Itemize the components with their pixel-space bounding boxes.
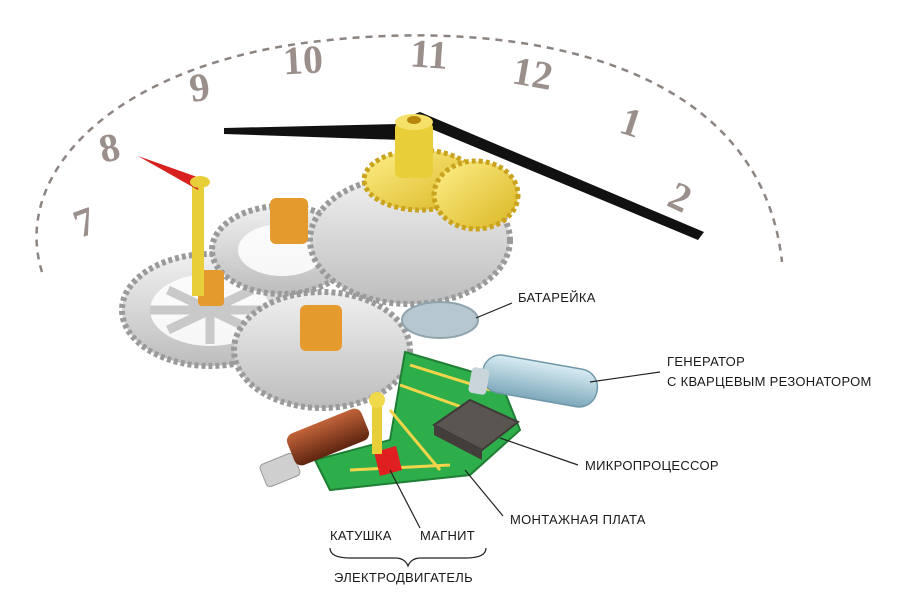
dial-number-9: 9 <box>187 64 213 111</box>
dial-number-11: 11 <box>409 30 450 78</box>
part-labels: БАТАРЕЙКА ГЕНЕРАТОР С КВАРЦЕВЫМ РЕЗОНАТО… <box>330 290 872 585</box>
second-hand <box>138 156 200 190</box>
pinion-left <box>198 270 224 306</box>
motor-brace <box>329 547 487 568</box>
dial-number-7: 7 <box>67 198 101 247</box>
gold-gear-side <box>431 158 521 232</box>
leader-circuit-board <box>464 469 504 517</box>
leader-generator <box>589 371 661 383</box>
stepper-motor <box>259 392 402 488</box>
leader-battery <box>475 302 513 319</box>
leader-magnet <box>389 469 421 529</box>
dial-number-1: 1 <box>615 98 648 147</box>
dial-number-10: 10 <box>282 36 324 83</box>
gear-train <box>119 114 521 411</box>
battery <box>401 301 479 339</box>
dial-dashed-arc <box>35 34 784 273</box>
minute-hand <box>405 112 704 240</box>
quartz-resonator <box>468 354 599 408</box>
pinion-center <box>300 305 342 351</box>
circuit-board-assembly <box>313 350 522 492</box>
dial-number-12: 12 <box>509 48 556 99</box>
second-hand-assembly <box>138 156 210 296</box>
label-coil: КАТУШКА <box>330 528 392 543</box>
dial-number-2: 2 <box>662 172 699 221</box>
leader-microprocessor <box>499 437 579 466</box>
microprocessor-chip <box>432 398 520 452</box>
hour-hand <box>224 124 402 140</box>
label-generator-line1: ГЕНЕРАТОР <box>667 354 745 369</box>
dial-number-8: 8 <box>95 124 124 172</box>
second-hand-arbor <box>192 186 204 296</box>
hand-arbor <box>395 122 433 178</box>
label-microprocessor: МИКРОПРОЦЕССОР <box>585 458 719 473</box>
label-circuit-board: МОНТАЖНАЯ ПЛАТА <box>510 512 646 527</box>
clock-hands <box>224 112 704 240</box>
coil <box>286 408 370 466</box>
pinion-upper <box>270 198 308 244</box>
leader-lines <box>329 302 661 568</box>
label-generator-line2: С КВАРЦЕВЫМ РЕЗОНАТОРОМ <box>667 374 872 389</box>
label-magnet: МАГНИТ <box>420 528 475 543</box>
label-motor: ЭЛЕКТРОДВИГАТЕЛЬ <box>334 570 473 585</box>
label-battery: БАТАРЕЙКА <box>518 290 596 305</box>
